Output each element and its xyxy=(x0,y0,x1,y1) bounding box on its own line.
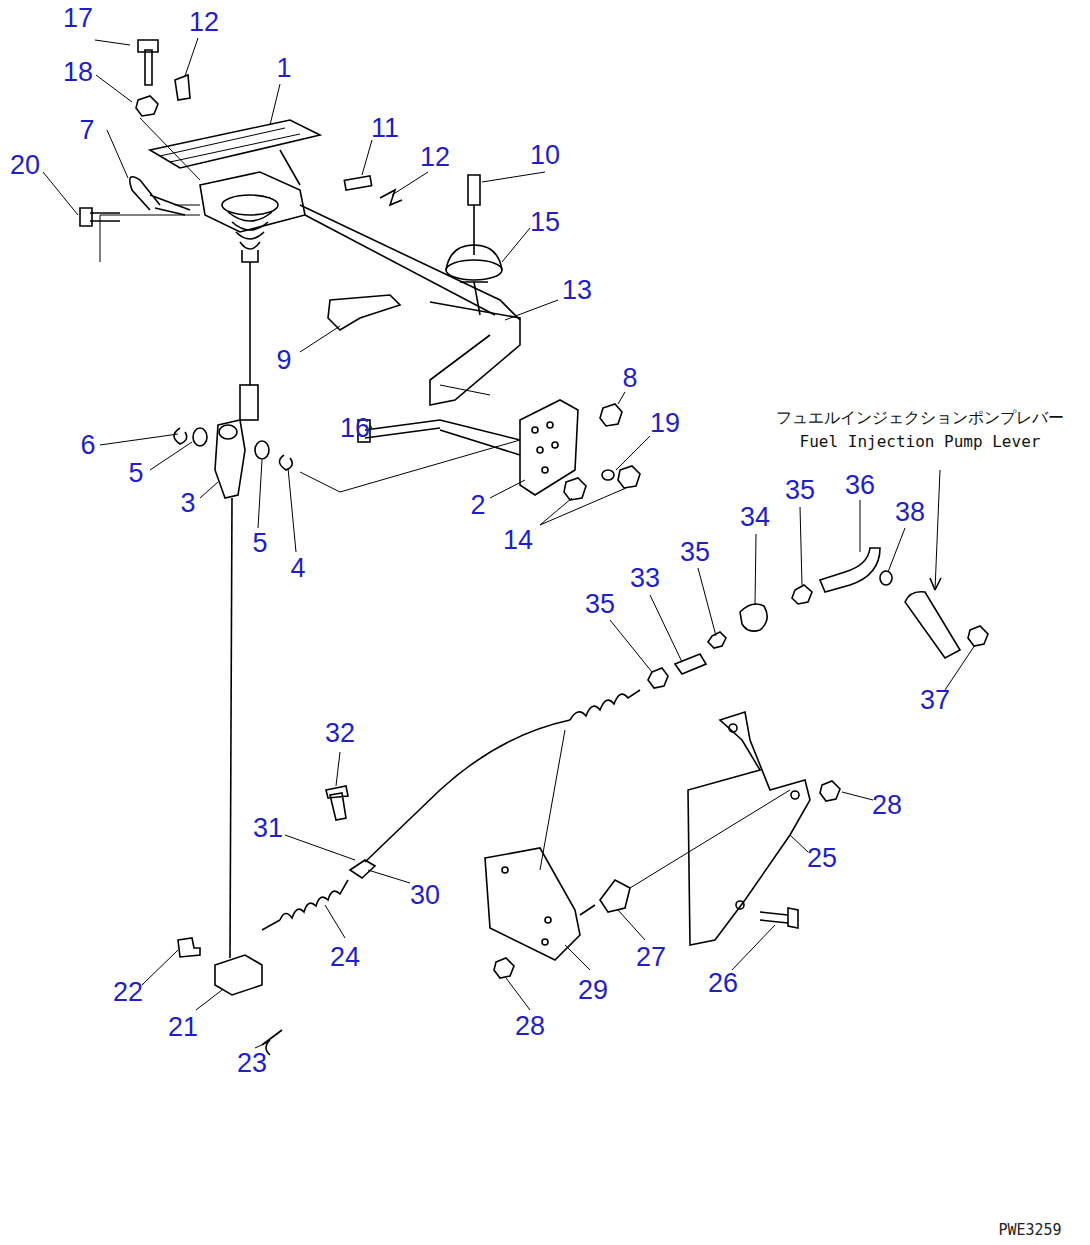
callout-number: 3 xyxy=(180,490,195,517)
callout-number: 12 xyxy=(420,144,450,171)
callout-number: 33 xyxy=(630,565,660,592)
callout-number: 30 xyxy=(410,882,440,909)
callout-number: 20 xyxy=(10,152,40,179)
callout-number: 36 xyxy=(845,472,875,499)
callout-number: 1 xyxy=(276,55,291,82)
callout-number: 29 xyxy=(578,977,608,1004)
drawing-code: PWE3259 xyxy=(998,1223,1061,1238)
callout-number: 5 xyxy=(252,530,267,557)
callout-number: 28 xyxy=(872,792,902,819)
callout-number: 31 xyxy=(253,815,283,842)
callout-number: 17 xyxy=(63,5,93,32)
callout-number: 21 xyxy=(168,1014,198,1041)
callout-number: 35 xyxy=(785,477,815,504)
callout-number: 28 xyxy=(515,1013,545,1040)
callout-number: 25 xyxy=(807,845,837,872)
callout-number: 35 xyxy=(680,539,710,566)
callout-number: 7 xyxy=(79,117,94,144)
callout-number: 19 xyxy=(650,410,680,437)
callout-number: 32 xyxy=(325,720,355,747)
callout-number: 35 xyxy=(585,591,615,618)
callout-number: 9 xyxy=(276,347,291,374)
callout-number: 27 xyxy=(636,944,666,971)
callout-number: 16 xyxy=(340,415,370,442)
callout-number: 10 xyxy=(530,142,560,169)
callout-number: 6 xyxy=(80,432,95,459)
callout-number: 14 xyxy=(503,527,533,554)
callout-number: 12 xyxy=(189,9,219,36)
callout-number: 15 xyxy=(530,209,560,236)
callout-number: 26 xyxy=(708,970,738,997)
callout-number: 8 xyxy=(622,365,637,392)
callout-number: 24 xyxy=(330,944,360,971)
callout-number: 22 xyxy=(113,979,143,1006)
callout-number: 4 xyxy=(290,555,305,582)
callout-number: 23 xyxy=(237,1050,267,1077)
callout-number: 11 xyxy=(371,115,399,142)
callout-number: 34 xyxy=(740,504,770,531)
callout-number: 13 xyxy=(562,277,592,304)
callout-number: 5 xyxy=(128,460,143,487)
callout-number: 37 xyxy=(920,687,950,714)
part-note: Fuel Injection Pump Lever xyxy=(798,434,1043,450)
callout-number: 18 xyxy=(63,59,93,86)
part-note: フュエルインジェクションポンプレバー xyxy=(774,410,1066,426)
callout-number: 38 xyxy=(895,499,925,526)
callout-number: 2 xyxy=(470,492,485,519)
